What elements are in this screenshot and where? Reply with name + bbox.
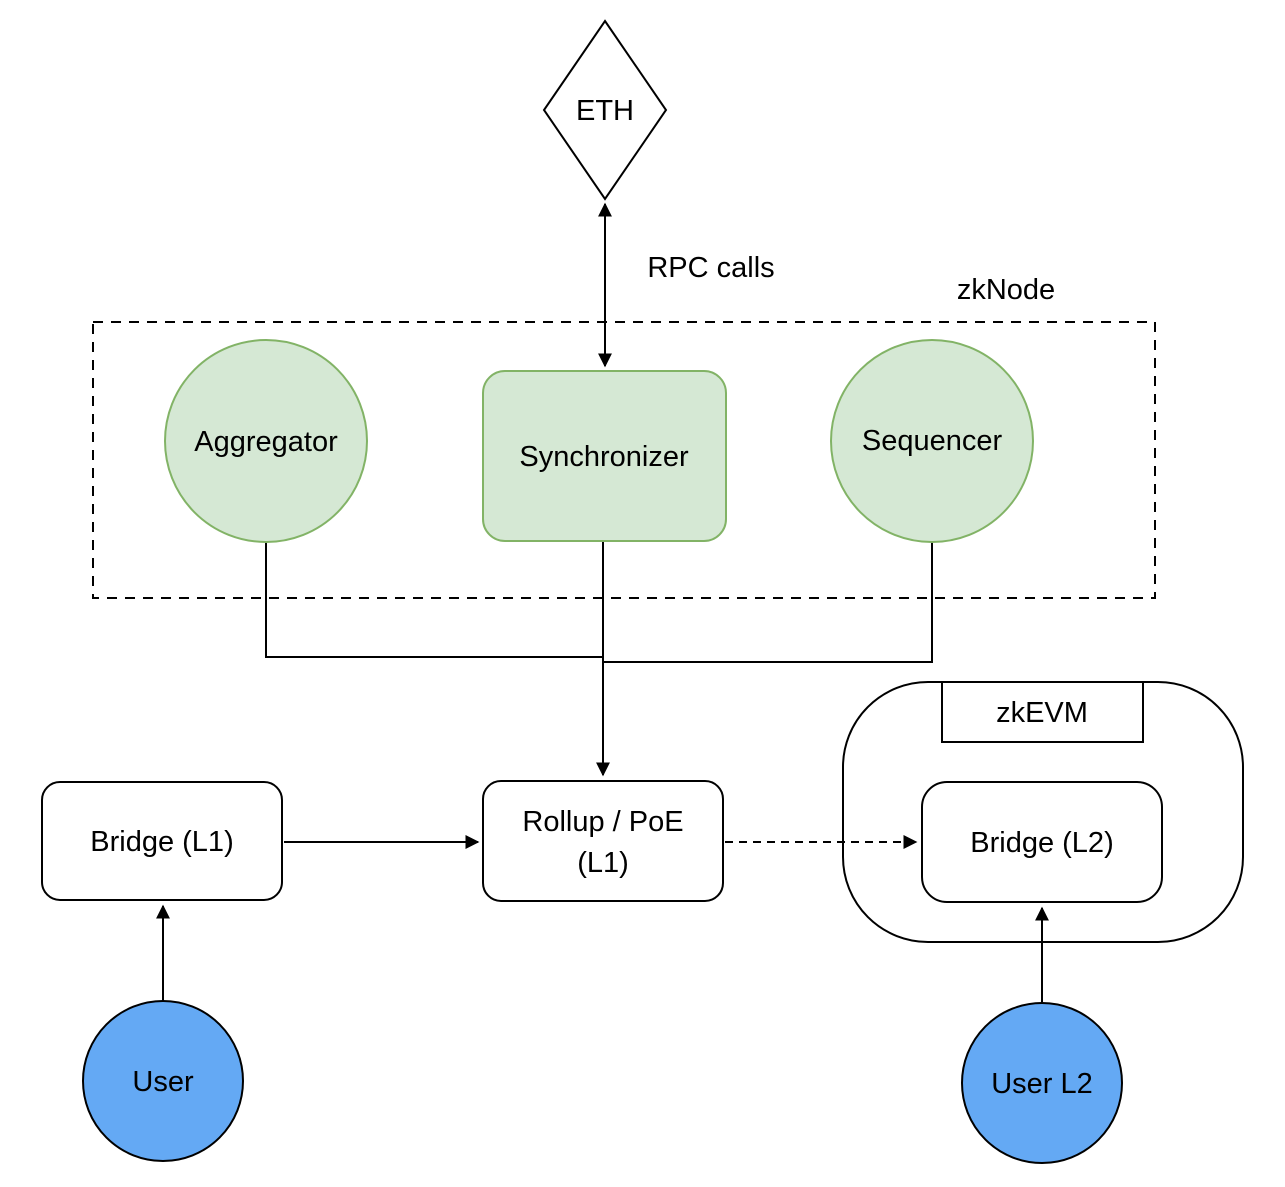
user-label: User [132, 1066, 194, 1098]
user-circle [82, 1000, 244, 1162]
zkevm-label-box [941, 681, 1144, 743]
sequencer-node: Sequencer [830, 339, 1034, 543]
user-l2-label: User L2 [991, 1068, 1093, 1100]
synchronizer-label: Synchronizer [519, 441, 689, 473]
rollup-label-line2: (L1) [577, 847, 629, 879]
eth-label: ETH [576, 95, 634, 127]
synchronizer-box [482, 370, 727, 542]
bridge-l1-box [41, 781, 283, 901]
aggregator-circle [164, 339, 368, 543]
user-l2-node: User L2 [961, 1002, 1123, 1164]
edge-sequencer-join [603, 542, 933, 663]
aggregator-label: Aggregator [194, 426, 338, 458]
zknode-group-box [92, 321, 1156, 599]
aggregator-node: Aggregator [164, 339, 368, 543]
zknode-label: zkNode [957, 274, 1055, 306]
sequencer-circle [830, 339, 1034, 543]
rollup-label-line1: Rollup / PoE [522, 806, 683, 838]
synchronizer-node: Synchronizer [482, 370, 727, 542]
user-l2-circle [961, 1002, 1123, 1164]
sequencer-label: Sequencer [862, 425, 1003, 457]
bridge-l1-label: Bridge (L1) [90, 826, 233, 858]
bridge-l2-node: Bridge (L2) [921, 781, 1163, 903]
eth-diamond-shape [542, 19, 668, 201]
rollup-box [482, 780, 724, 902]
zknode-group: zkNode [92, 274, 1156, 599]
bridge-l1-node: Bridge (L1) [41, 781, 283, 901]
rpc-calls-label: RPC calls [647, 252, 774, 284]
bridge-l2-box [921, 781, 1163, 903]
zkevm-label: zkEVM [996, 697, 1088, 729]
rollup-node: Rollup / PoE (L1) [482, 780, 724, 902]
bridge-l2-label: Bridge (L2) [970, 827, 1113, 859]
user-node: User [82, 1000, 244, 1162]
edge-aggregator-join [265, 542, 603, 658]
eth-node: ETH [542, 19, 668, 201]
